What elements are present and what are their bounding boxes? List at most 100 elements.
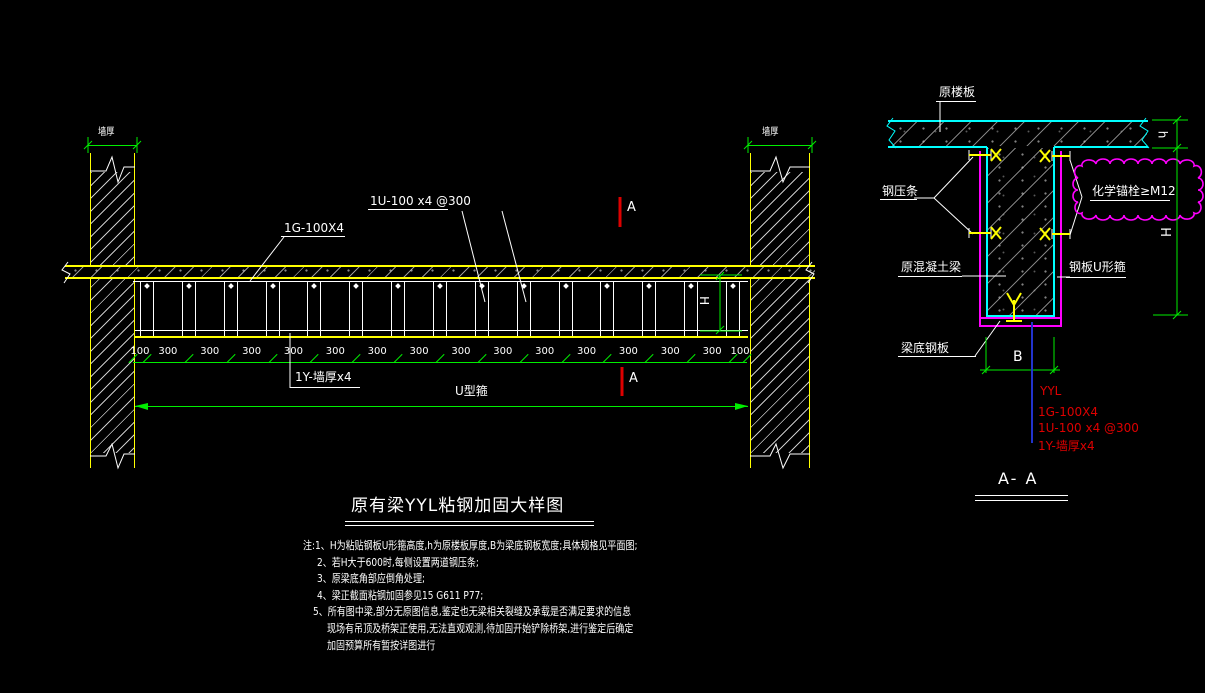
- dim-value: 300: [283, 346, 304, 357]
- strap-weld-mark: [646, 283, 653, 289]
- section-title-underline: [975, 500, 1068, 501]
- u-strap: [516, 282, 531, 336]
- dim-value: 300: [242, 346, 262, 357]
- drawing-title-underline: [345, 521, 594, 522]
- chemical-anchor-callout: 化学锚栓≥M12: [1092, 184, 1176, 198]
- beam-soffit-line: [135, 330, 748, 331]
- section-beam-bottom-line: [986, 315, 1055, 317]
- strap-weld-mark: [269, 283, 276, 289]
- drawing-title-underline: [345, 525, 594, 526]
- u-hoop-plate-callout: 钢板U形箍: [1069, 260, 1126, 274]
- wall-thickness-label-left: 墙厚: [98, 127, 115, 138]
- u-strap: [600, 282, 615, 336]
- dimension-ticks: [0, 353, 1205, 368]
- u-strap: [349, 282, 364, 336]
- strap-weld-mark: [144, 283, 150, 289]
- u-strap: [433, 282, 447, 336]
- strap-weld-mark: [562, 283, 569, 289]
- wall-thickness-dim-left: [88, 145, 137, 146]
- pressure-strip-callout: 钢压条: [882, 184, 919, 198]
- beam-width-dim: B: [1013, 349, 1023, 365]
- dim-value: 300: [576, 346, 597, 357]
- u-strap: [223, 282, 238, 336]
- u-hoop-plate-right: [1060, 151, 1062, 318]
- section-slab-bottom-line: [888, 146, 987, 148]
- beam-callout-line: 1G-100X4: [1038, 405, 1099, 419]
- bottom-plate-underline: [898, 356, 976, 357]
- dim-value: 100: [730, 346, 750, 357]
- dim-value: 300: [618, 346, 638, 357]
- section-slab-bottom-line: [1054, 146, 1148, 148]
- note-line: 5、所有图中梁,部分无原图信息,鉴定也无梁相关裂缝及承载是否满足要求的信息: [313, 605, 632, 618]
- chemical-anchor-underline: [1090, 200, 1170, 201]
- dim-value: 300: [158, 346, 178, 357]
- bottom-plate-callout: 梁底钢板: [901, 341, 950, 355]
- beam-bottom-plate-line: [135, 336, 748, 338]
- note-line: 加固预算所有暂按详图进行: [327, 639, 436, 652]
- note-line: 3、原梁底角部应倒角处理;: [317, 572, 426, 585]
- section-slab-top-line: [888, 120, 1148, 122]
- wall-left-hatch: [91, 172, 134, 453]
- original-beam-callout: 原混凝土梁: [901, 260, 962, 274]
- strap-weld-mark: [520, 283, 527, 289]
- pressure-strip-underline: [880, 199, 917, 200]
- u-strap: [474, 282, 489, 336]
- wall-thickness-label-right: 墙厚: [762, 127, 779, 138]
- strap-weld-mark: [730, 283, 736, 289]
- section-slab-hatch: [889, 122, 1147, 146]
- dimension-labels: 100 300 300 300 300 300 300 300 300 300 300 300 300 3…: [0, 346, 1205, 358]
- dim-value: 300: [535, 346, 555, 357]
- dim-value: 100: [130, 346, 150, 357]
- top-steel-plate-line: [133, 281, 748, 282]
- wall-right-hatch: [751, 172, 809, 453]
- note-line: 现场有吊顶及桥架正使用,无法直观观测,待加固开始铲除桥架,进行鉴定后确定: [327, 622, 634, 635]
- u-hoop-label: U型箍: [455, 384, 488, 398]
- u-hoop-extent-line: [135, 406, 748, 407]
- dim-value: 300: [409, 346, 429, 357]
- dimension-line: [133, 362, 747, 363]
- strap-weld-mark: [185, 283, 192, 289]
- u-strap: [265, 282, 280, 336]
- dim-value: 300: [493, 346, 513, 357]
- strap-weld-mark: [395, 283, 401, 289]
- slab-callout: 原楼板: [939, 85, 976, 99]
- section-title-underline: [975, 495, 1068, 496]
- section-beam-hatch: [988, 148, 1054, 315]
- dim-value: 300: [367, 346, 387, 357]
- strap-weld-mark: [604, 283, 611, 289]
- u-strap: [642, 282, 657, 336]
- u-strap: [139, 282, 154, 336]
- beam-callout-line: 1U-100 x4 @300: [1038, 421, 1139, 435]
- slab-thickness-dim: h: [1155, 130, 1170, 139]
- beam-height-dim: H: [1157, 227, 1173, 238]
- side-plate-callout: 1Y-墙厚x4: [295, 370, 352, 384]
- slab-callout-underline: [936, 101, 976, 102]
- u-strap-callout-underline: [368, 209, 448, 210]
- dim-value: 300: [451, 346, 471, 357]
- section-marker-top: A: [627, 200, 636, 215]
- wall-right-edge: [809, 153, 810, 468]
- dim-value: 300: [702, 346, 722, 357]
- note-line: 注:1、H为粘贴钢板U形箍高度,h为原楼板厚度,B为梁底钢板宽度;具体规格见平面…: [303, 539, 638, 552]
- section-marker-bottom: A: [629, 371, 638, 386]
- u-strap: [684, 282, 699, 336]
- note-line: 2、若H大于600时,每侧设置两道钢压条;: [317, 556, 479, 569]
- dim-value: 300: [660, 346, 680, 357]
- wall-right-edge: [750, 153, 751, 468]
- u-strap: [181, 282, 196, 336]
- section-view-title: A- A: [998, 469, 1039, 488]
- u-hoop-plate-left: [979, 151, 981, 318]
- top-plate-callout: 1G-100X4: [284, 221, 345, 235]
- beam-id-callout: YYL: [1040, 384, 1062, 398]
- u-hoop-plate-underline: [1066, 277, 1126, 278]
- u-strap: [391, 282, 406, 336]
- beam-callout-line: 1Y-墙厚x4: [1038, 439, 1095, 453]
- strap-weld-mark: [227, 283, 234, 289]
- u-strap: [726, 282, 741, 336]
- strap-weld-mark: [437, 283, 443, 289]
- strap-weld-mark: [479, 283, 485, 289]
- dim-value: 300: [325, 346, 345, 357]
- wall-left-edge: [134, 153, 135, 468]
- section-beam-right-line: [1053, 147, 1055, 317]
